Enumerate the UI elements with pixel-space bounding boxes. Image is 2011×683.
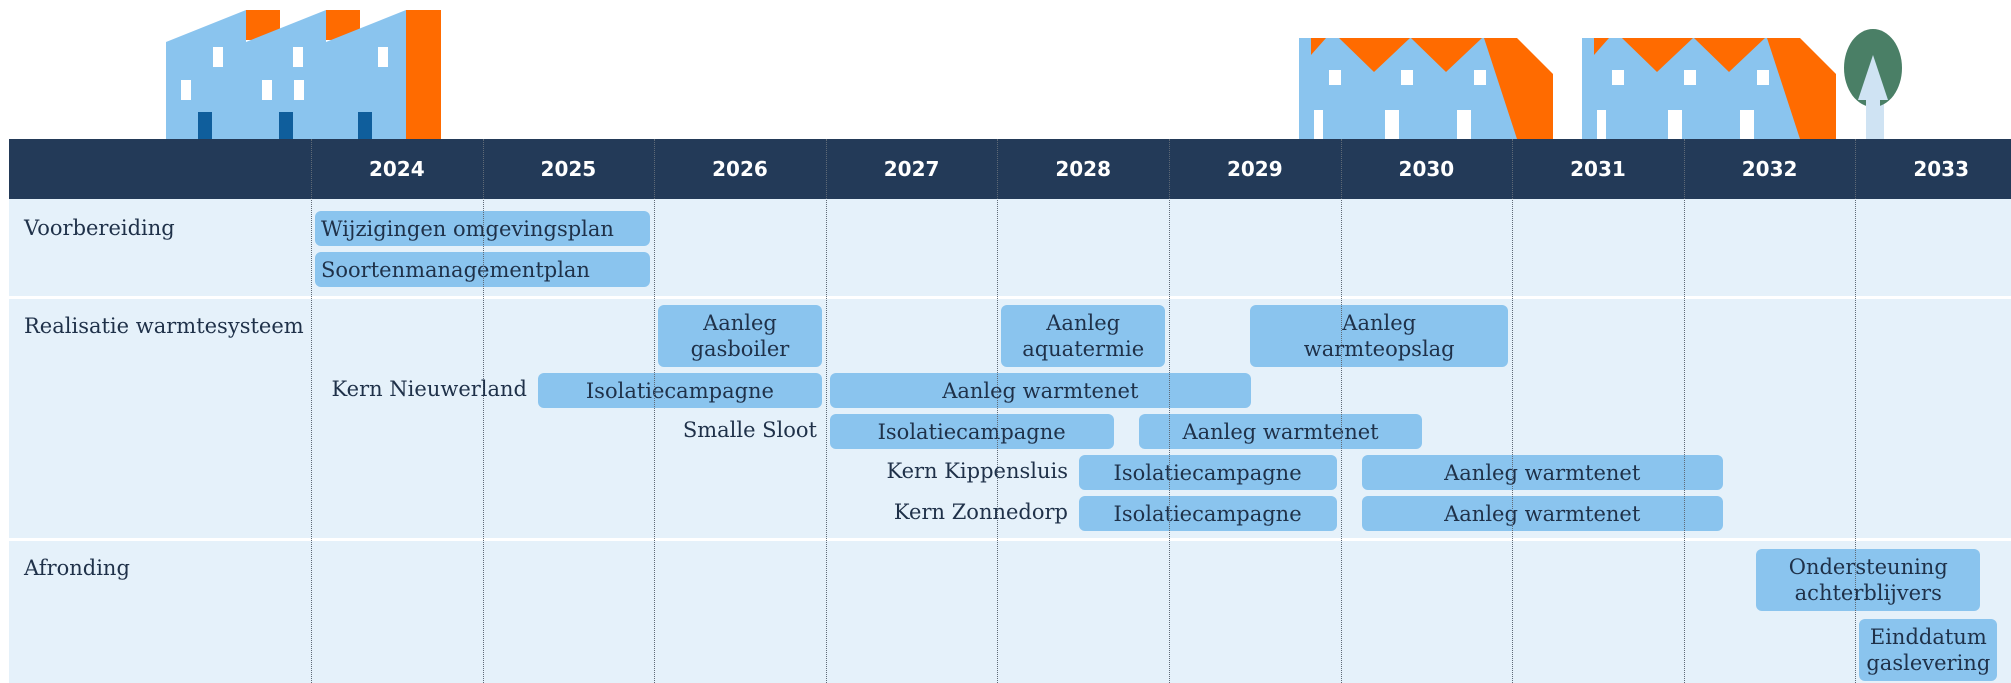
year-label: 2031 <box>1570 157 1626 181</box>
year-label: 2027 <box>883 157 940 181</box>
task-bar: Isolatiecampagne <box>1078 455 1337 490</box>
year-gridline <box>1169 139 1170 683</box>
task-bar: Aanleg warmtenet <box>829 373 1251 408</box>
year-label: 2029 <box>1226 157 1283 181</box>
task-bar: Ondersteuning achterblijvers <box>1756 549 1981 611</box>
task-label: Aanleg warmtenet <box>1444 501 1641 526</box>
task-bar: Einddatum gaslevering <box>1859 619 1998 681</box>
section-label: Realisatie warmtesysteem <box>24 314 304 338</box>
year-gridline <box>826 139 827 683</box>
task-label: Isolatiecampagne <box>1113 501 1302 526</box>
track-label: Kern Zonnedorp <box>893 500 1068 524</box>
task-bar: Isolatiecampagne <box>538 373 822 408</box>
task-bar: Aanleg warmtenet <box>1361 455 1723 490</box>
task-label: Aanleg warmtenet <box>942 378 1139 403</box>
task-bar: Soortenmanagementplan <box>315 252 651 287</box>
task-label: Aanleg gasboiler <box>690 311 790 361</box>
task-label: Aanleg warmteopslag <box>1303 311 1455 361</box>
apartment-block-icon <box>166 10 441 139</box>
section-label: Voorbereiding <box>24 216 175 240</box>
task-label: Aanleg warmtenet <box>1444 460 1641 485</box>
year-label: 2028 <box>1055 157 1112 181</box>
section-divider <box>9 296 2011 299</box>
timeline-header: 2024 2025 2026 2027 2028 2029 2030 2031 2032 2033 <box>9 139 2011 199</box>
task-label: Einddatum gaslevering <box>1866 625 1991 675</box>
illustrations <box>166 10 1902 139</box>
task-bar: Aanleg warmteopslag <box>1250 305 1509 367</box>
year-gridline <box>1512 139 1513 683</box>
task-bar: Wijzigingen omgevingsplan <box>315 211 651 246</box>
section-label: Afronding <box>24 556 130 580</box>
task-label: Ondersteuning achterblijvers <box>1788 555 1948 605</box>
track-label: Kern Kippensluis <box>886 459 1068 483</box>
year-label: 2033 <box>1913 157 1970 181</box>
task-label: Isolatiecampagne <box>1113 460 1302 485</box>
task-label: Aanleg warmtenet <box>1182 419 1379 444</box>
year-gridline <box>483 139 484 683</box>
task-bar: Isolatiecampagne <box>1078 496 1337 531</box>
task-label: Wijzigingen omgevingsplan <box>321 216 614 241</box>
year-label: 2026 <box>712 157 768 181</box>
year-label: 2030 <box>1398 157 1455 181</box>
task-bar: Aanleg aquatermie <box>1001 305 1165 367</box>
task-bar: Aanleg gasboiler <box>658 305 822 367</box>
task-bar: Aanleg warmtenet <box>1361 496 1723 531</box>
task-label: Aanleg aquatermie <box>1022 311 1145 361</box>
terraced-houses-icon <box>1299 38 1553 139</box>
task-bar: Aanleg warmtenet <box>1138 414 1423 449</box>
year-gridline <box>1855 139 1856 683</box>
track-label: Kern Nieuwerland <box>331 377 527 401</box>
year-gridline <box>997 139 998 683</box>
tree-icon <box>1844 29 1902 139</box>
year-gridline <box>654 139 655 683</box>
year-gridline <box>311 139 312 683</box>
year-gridline <box>1341 139 1342 683</box>
task-bar: Isolatiecampagne <box>829 414 1114 449</box>
year-label: 2024 <box>368 157 425 181</box>
terraced-houses-icon <box>1582 38 1836 139</box>
task-label: Soortenmanagementplan <box>321 257 590 282</box>
track-label: Smalle Sloot <box>682 418 817 442</box>
year-label: 2025 <box>540 157 597 181</box>
task-label: Isolatiecampagne <box>877 419 1066 444</box>
year-gridline <box>1684 139 1685 683</box>
year-label: 2032 <box>1741 157 1798 181</box>
section-divider <box>9 538 2011 541</box>
task-label: Isolatiecampagne <box>585 378 774 403</box>
